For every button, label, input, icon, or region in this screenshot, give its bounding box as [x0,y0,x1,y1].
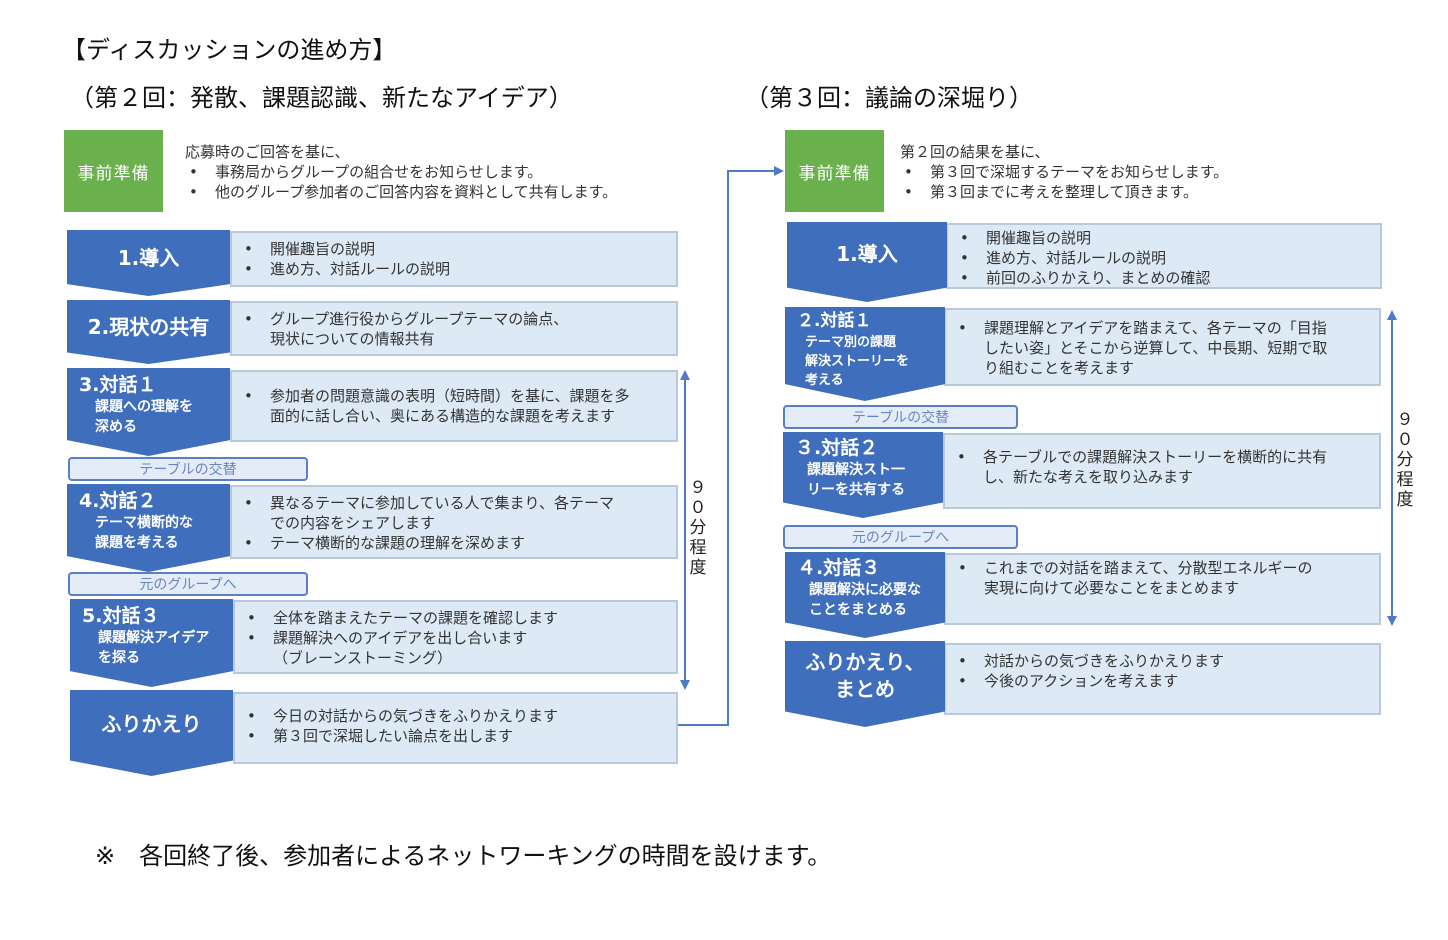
left-step-4-desc: 異なるテーマに参加している人で集まり、各テーマ での内容をシェアします テーマ横… [230,485,678,559]
left-step-3-desc: 参加者の問題意識の表明（短時間）を基に、課題を多 面的に話し合い、奥にある構造的… [230,370,678,442]
left-prep-bullet: 事務局からグループの組合せをお知らせします。 [185,162,617,182]
desc-bullet: 異なるテーマに参加している人で集まり、各テーマ での内容をシェアします [240,493,668,533]
right-step-3-desc: 各テーブルでの課題解決ストーリーを横断的に共有 し、新たな考えを取り込みます [943,433,1381,509]
desc-bullet: 参加者の問題意識の表明（短時間）を基に、課題を多 面的に話し合い、奥にある構造的… [240,386,668,426]
right-heading: （第３回：議論の深堀り） [745,84,1033,112]
step-title: 1.導入 [117,246,180,270]
step-title: ふりかえり [101,712,202,736]
step-subtitle: テーマ横断的な 課題を考える [95,515,193,551]
step-title: 5.対話３ [82,605,160,627]
left-step-2-desc: グループ進行役からグループテーマの論点、 現状についての情報共有 [230,301,678,356]
right-group-switch: 元のグループへ [783,525,1018,549]
step-title: ふりかえり、 まとめ [805,650,925,701]
step-title: 4.対話２ [79,490,157,512]
left-prep-intro: 応募時のご回答を基に、 [185,143,350,161]
desc-bullet: 今日の対話からの気づきをふりかえります [243,706,668,726]
desc-bullet: テーマ横断的な課題の理解を深めます [240,533,668,553]
step-subtitle: 課題解決アイデア を探る [98,630,210,666]
left-step-reflection-desc: 今日の対話からの気づきをふりかえります 第３回で深堀したい論点を出します [233,692,678,764]
right-prep-intro: 第２回の結果を基に、 [900,143,1050,161]
right-table-switch: テーブルの交替 [783,405,1018,429]
desc-bullet: 第３回で深堀したい論点を出します [243,726,668,746]
left-step-3: 3.対話１ 課題への理解を 深める [67,368,230,456]
desc-bullet: 今後のアクションを考えます [954,671,1371,691]
right-step-4: ４.対話３ 課題解決に必要な ことをまとめる [785,552,945,638]
page-title: 【ディスカッションの進め方】 [62,36,397,64]
desc-bullet: 開催趣旨の説明 [240,239,668,259]
left-step-5-desc: 全体を踏まえたテーマの課題を確認します 課題解決へのアイデアを出し合います （ブ… [233,600,678,674]
right-step-reflection: ふりかえり、 まとめ [785,641,945,727]
left-step-4: 4.対話２ テーマ横断的な 課題を考える [67,484,230,572]
right-prep-bullet: 第３回までに考えを整理して頂きます。 [900,182,1228,202]
right-prep-box: 事前準備 [785,130,884,212]
right-step-reflection-desc: 対話からの気づきをふりかえります 今後のアクションを考えます [944,643,1381,715]
left-step-5: 5.対話３ 課題解決アイデア を探る [70,599,233,687]
left-prep-bullet: 他のグループ参加者のご回答内容を資料として共有します。 [185,182,617,202]
desc-bullet: 課題理解とアイデアを踏まえて、各テーマの「目指 したい姿」とそこから逆算して、中… [954,318,1371,378]
desc-bullet: 課題解決へのアイデアを出し合います （ブレーンストーミング） [243,628,668,668]
desc-bullet: 前回のふりかえり、まとめの確認 [956,268,1372,288]
left-table-switch: テーブルの交替 [68,457,308,481]
connector-arrow [678,166,784,726]
right-step-3: ３.対話２ 課題解決スト一 リーを共有する [783,432,943,518]
footer-note: ※ 各回終了後、参加者によるネットワーキングの時間を設けます。 [95,842,832,870]
left-duration-label: ９ ０ 分 程 度 [689,478,707,578]
desc-bullet: 全体を踏まえたテーマの課題を確認します [243,608,668,628]
left-step-1: 1.導入 [67,230,230,296]
right-prep-bullet: 第３回で深堀するテーマをお知らせします。 [900,162,1228,182]
left-prep-box: 事前準備 [64,130,163,212]
left-step-reflection: ふりかえり [70,690,233,776]
desc-bullet: これまでの対話を踏まえて、分散型エネルギーの 実現に向けて必要なことをまとめます [954,558,1371,598]
right-step-4-desc: これまでの対話を踏まえて、分散型エネルギーの 実現に向けて必要なことをまとめます [944,553,1381,625]
left-group-switch: 元のグループへ [68,572,308,596]
left-heading: （第２回：発散、課題認識、新たなアイデア） [70,84,573,112]
step-title: ３.対話２ [795,437,879,459]
right-step-2-desc: 課題理解とアイデアを踏まえて、各テーマの「目指 したい姿」とそこから逆算して、中… [944,308,1381,386]
desc-bullet: 対話からの気づきをふりかえります [954,651,1371,671]
left-step-1-desc: 開催趣旨の説明 進め方、対話ルールの説明 [230,231,678,287]
right-step-1-desc: 開催趣旨の説明 進め方、対話ルールの説明 前回のふりかえり、まとめの確認 [946,223,1382,289]
step-title: 1.導入 [836,242,898,266]
step-subtitle: 課題解決スト一 リーを共有する [807,462,905,498]
step-title: ２.対話１ [797,311,872,331]
desc-bullet: 開催趣旨の説明 [956,228,1372,248]
step-title: 2.現状の共有 [87,315,210,339]
step-subtitle: テーマ別の課題 解決ストーリーを 考える [805,335,910,388]
desc-bullet: グループ進行役からグループテーマの論点、 現状についての情報共有 [240,309,668,349]
right-step-2: ２.対話１ テーマ別の課題 解決ストーリーを 考える [785,307,945,401]
step-title: 3.対話１ [79,374,157,396]
right-duration-label: ９ ０ 分 程 度 [1396,410,1414,510]
left-step-2: 2.現状の共有 [67,300,230,364]
left-prep-note: 応募時のご回答を基に、 事務局からグループの組合せをお知らせします。 他のグルー… [185,142,617,202]
step-subtitle: 課題への理解を 深める [95,399,193,435]
step-subtitle: 課題解決に必要な ことをまとめる [809,582,921,618]
desc-bullet: 進め方、対話ルールの説明 [240,259,668,279]
desc-bullet: 進め方、対話ルールの説明 [956,248,1372,268]
step-title: ４.対話３ [797,557,881,579]
right-step-1: 1.導入 [787,222,947,302]
right-prep-note: 第２回の結果を基に、 第３回で深堀するテーマをお知らせします。 第３回までに考え… [900,142,1228,202]
desc-bullet: 各テーブルでの課題解決ストーリーを横断的に共有 し、新たな考えを取り込みます [953,447,1371,487]
